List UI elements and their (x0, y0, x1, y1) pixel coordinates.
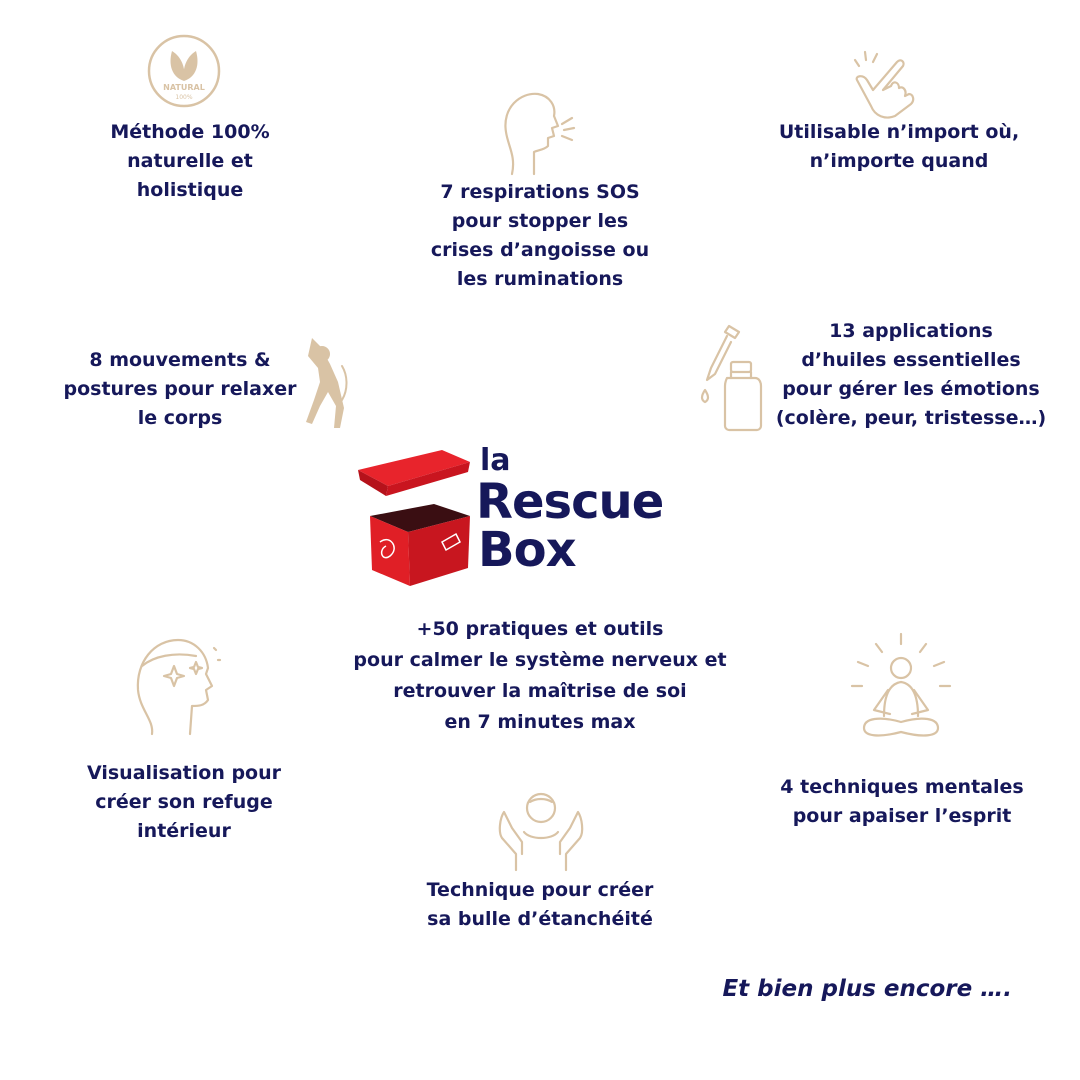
pointing-hand-icon (849, 50, 919, 122)
stretching-person-icon (302, 336, 354, 432)
feature-mental: 4 techniques mentales pour apaiser l’esp… (780, 776, 1024, 827)
natural-badge-icon: NATURAL 100% (146, 33, 222, 109)
feature-breathing: 7 respirations SOS pour stopper les cris… (430, 181, 650, 290)
badge-line1: NATURAL (163, 83, 205, 92)
feature-natural: Méthode 100% naturelle et holistique (110, 121, 270, 201)
protective-hands-icon (496, 788, 586, 872)
logo-word-rescue: Rescue (476, 474, 664, 530)
feature-oils: 13 applications d’huiles essentielles po… (775, 320, 1047, 429)
meditation-icon (850, 632, 952, 742)
feature-visualisation: Visualisation pour créer son refuge inté… (86, 762, 282, 842)
feature-practices: +50 pratiques et outils pour calmer le s… (353, 618, 727, 733)
outro-text: Et bien plus encore …. (722, 976, 1012, 1002)
dropper-bottle-icon (697, 322, 767, 434)
breathing-face-icon (498, 90, 582, 176)
feature-bubble: Technique pour créer sa bulle d’étanchéi… (426, 879, 654, 930)
mind-head-icon (134, 634, 224, 736)
feature-movements: 8 mouvements & postures pour relaxer le … (63, 349, 297, 429)
badge-line2: 100% (175, 94, 192, 101)
feature-anywhere: Utilisable n’import où, n’importe quand (778, 121, 1020, 172)
logo-word-la: la (480, 443, 511, 478)
logo-word-box: Box (478, 522, 577, 578)
rescue-box-icon (356, 446, 476, 588)
